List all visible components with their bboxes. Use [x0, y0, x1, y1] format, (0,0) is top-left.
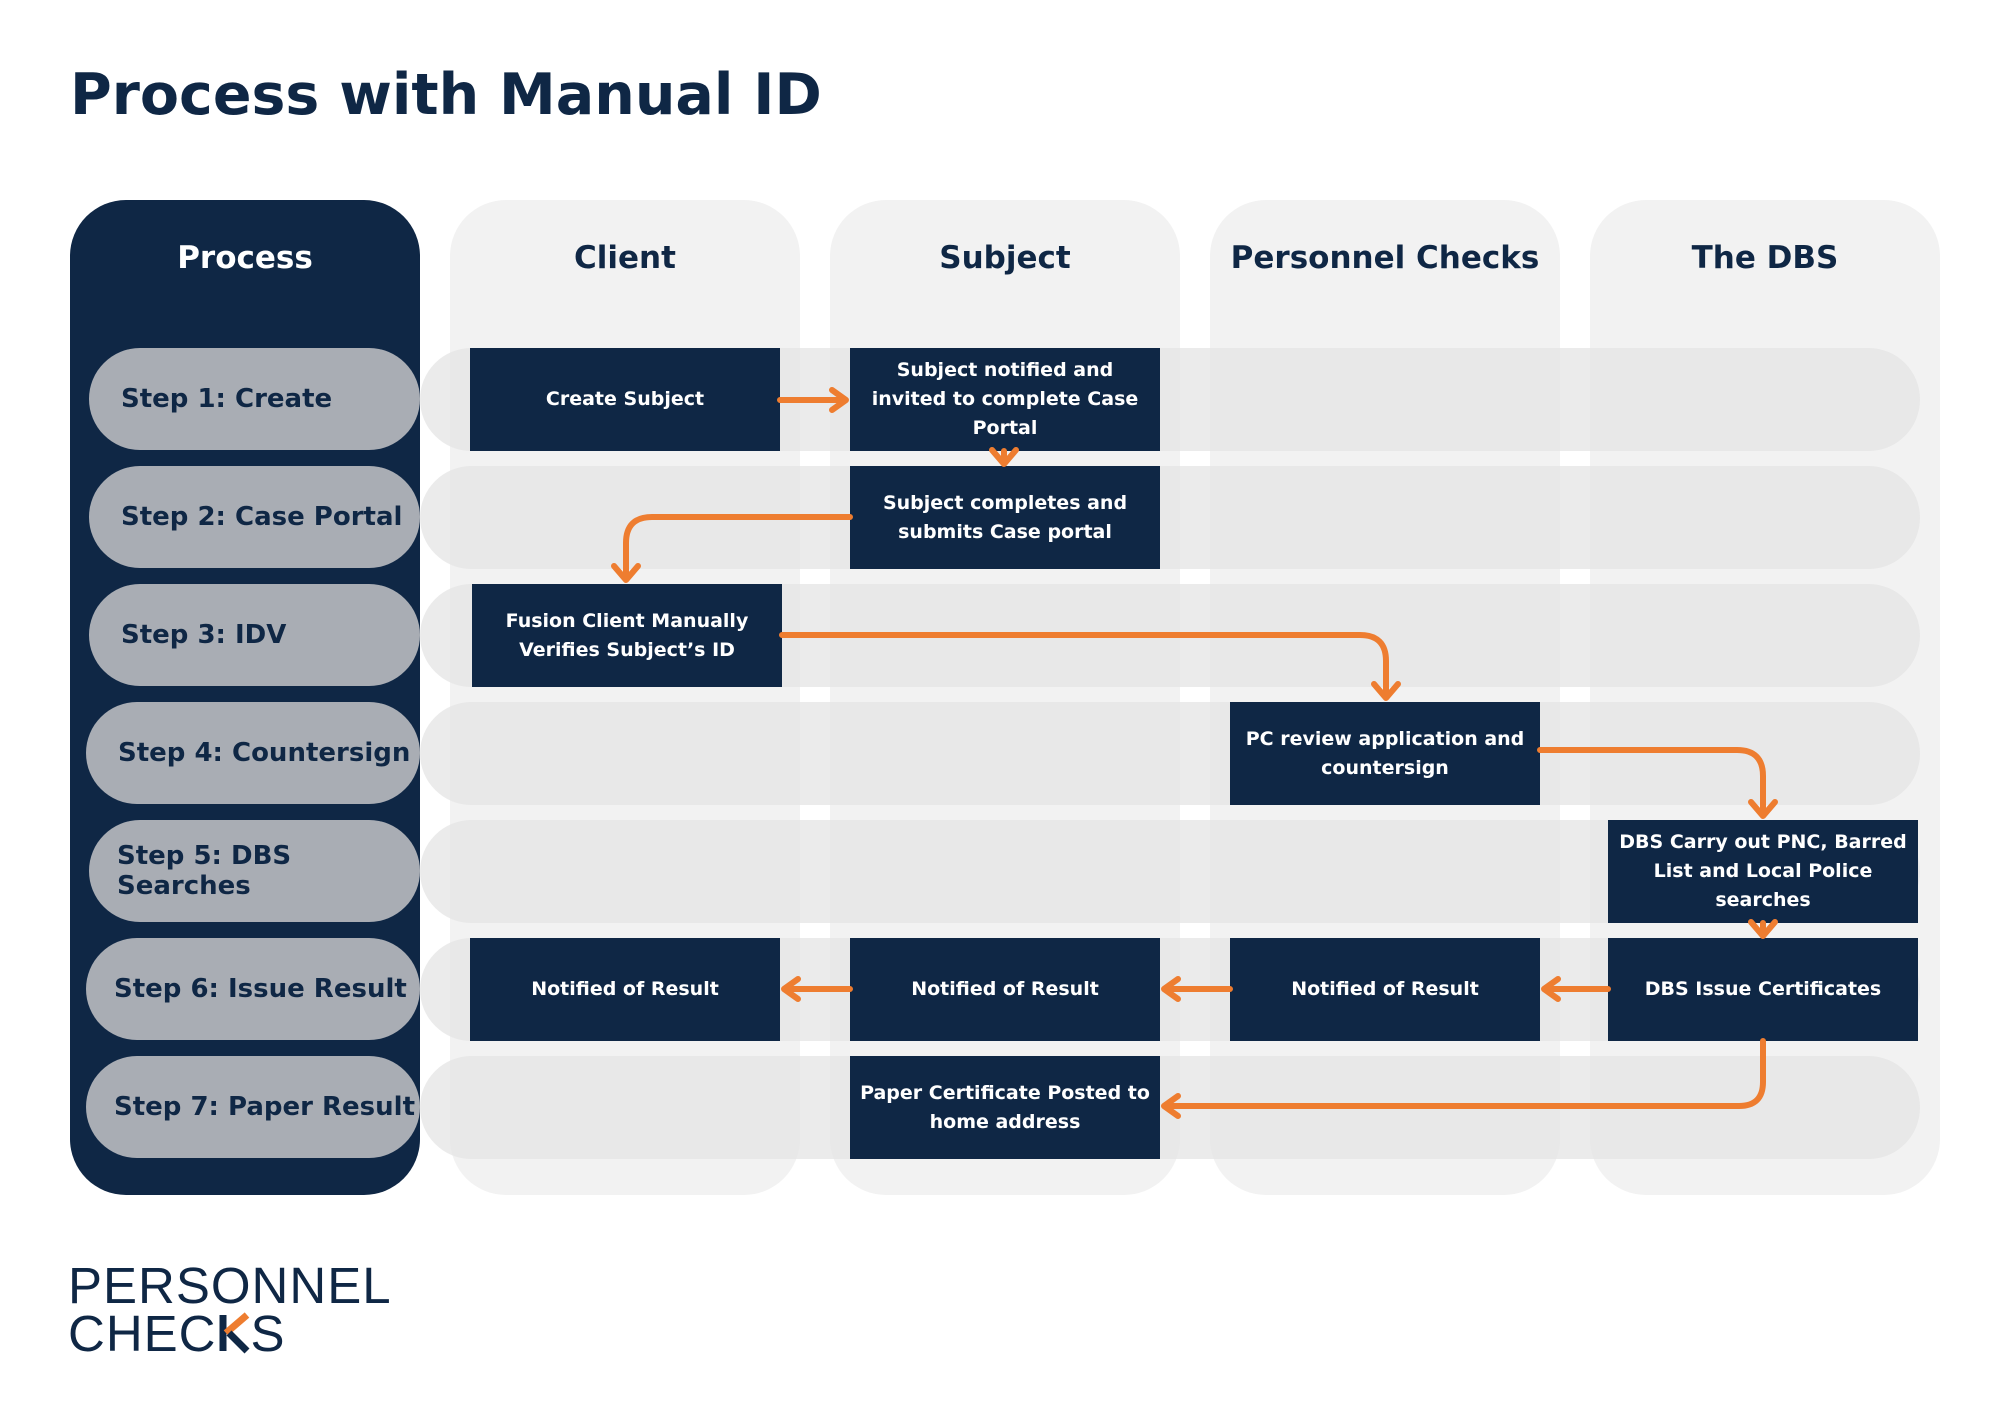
logo-line-2a: CHEC	[68, 1305, 217, 1362]
task-paper-certificate-posted: Paper Certificate Posted to home address	[850, 1056, 1160, 1159]
task-dbs-searches-text: DBS Carry out PNC, Barred List and Local…	[1619, 831, 1907, 911]
task-client-verifies-id: Fusion Client Manually Verifies Subject’…	[472, 584, 782, 687]
column-header-the-dbs: The DBS	[1691, 240, 1839, 276]
arrow-completes-to-verifies	[611, 514, 853, 583]
task-subject-notified-text: Subject notified and invited to complete…	[871, 359, 1139, 439]
logo-line-2b: S	[250, 1305, 286, 1362]
step-label-2: Step 2: Case Portal	[89, 466, 420, 568]
task-subject-notified-of-result-text: Notified of Result	[911, 978, 1099, 1000]
arrow-issue-to-pc-notified	[1541, 976, 1611, 1002]
arrow-subject-to-client-notified	[781, 976, 853, 1002]
column-header-client: Client	[574, 240, 676, 276]
arrow-issue-to-paper-certificate	[1161, 1038, 1766, 1119]
logo-k-mark-icon	[217, 1311, 251, 1354]
task-paper-certificate-posted-text: Paper Certificate Posted to home address	[860, 1081, 1150, 1133]
task-pc-review: PC review application and countersign	[1230, 702, 1540, 805]
arrow-pc-to-subject-notified	[1161, 976, 1233, 1002]
step-label-6: Step 6: Issue Result	[86, 938, 420, 1040]
step-label-4: Step 4: Countersign	[86, 702, 420, 804]
task-create-subject-text: Create Subject	[545, 388, 705, 410]
task-pc-notified-of-result: Notified of Result	[1230, 938, 1540, 1041]
arrow-verifies-to-pc-review	[779, 632, 1401, 701]
arrow-create-to-notified	[777, 387, 849, 413]
task-create-subject: Create Subject	[470, 348, 780, 451]
arrow-pc-review-to-dbs-searches	[1537, 747, 1778, 819]
step-label-7: Step 7: Paper Result	[86, 1056, 420, 1158]
arrow-dbs-searches-to-issue	[1748, 919, 1778, 939]
row-band-step-4	[420, 702, 1920, 805]
logo-line-1: PERSONNEL	[68, 1257, 392, 1314]
task-client-verifies-id-text: Fusion Client Manually Verifies Subject’…	[505, 609, 749, 661]
logo-line-2: CHEC S	[68, 1308, 392, 1359]
task-subject-completes: Subject completes and submits Case porta…	[850, 466, 1160, 569]
task-dbs-issue-certificates: DBS Issue Certificates	[1608, 938, 1918, 1041]
task-client-notified-of-result-text: Notified of Result	[531, 978, 719, 1000]
column-header-process: Process	[177, 240, 313, 276]
task-dbs-issue-certificates-text: DBS Issue Certificates	[1644, 978, 1882, 1000]
task-subject-notified-of-result: Notified of Result	[850, 938, 1160, 1041]
task-pc-notified-of-result-text: Notified of Result	[1291, 978, 1479, 1000]
task-dbs-searches: DBS Carry out PNC, Barred List and Local…	[1608, 820, 1918, 923]
column-header-subject: Subject	[939, 240, 1071, 276]
arrow-notified-to-completes	[989, 447, 1019, 467]
personnel-checks-logo: PERSONNEL CHEC S	[68, 1257, 392, 1359]
page-title: Process with Manual ID	[70, 62, 822, 128]
step-label-1: Step 1: Create	[89, 348, 420, 450]
step-label-5: Step 5: DBS Searches	[89, 820, 420, 922]
step-label-3: Step 3: IDV	[89, 584, 420, 686]
task-pc-review-text: PC review application and countersign	[1245, 727, 1525, 779]
task-client-notified-of-result: Notified of Result	[470, 938, 780, 1041]
task-subject-notified: Subject notified and invited to complete…	[850, 348, 1160, 451]
column-header-personnel-checks: Personnel Checks	[1230, 240, 1540, 276]
task-subject-completes-text: Subject completes and submits Case porta…	[882, 491, 1128, 543]
logo-k-glyph-icon	[219, 1312, 249, 1354]
